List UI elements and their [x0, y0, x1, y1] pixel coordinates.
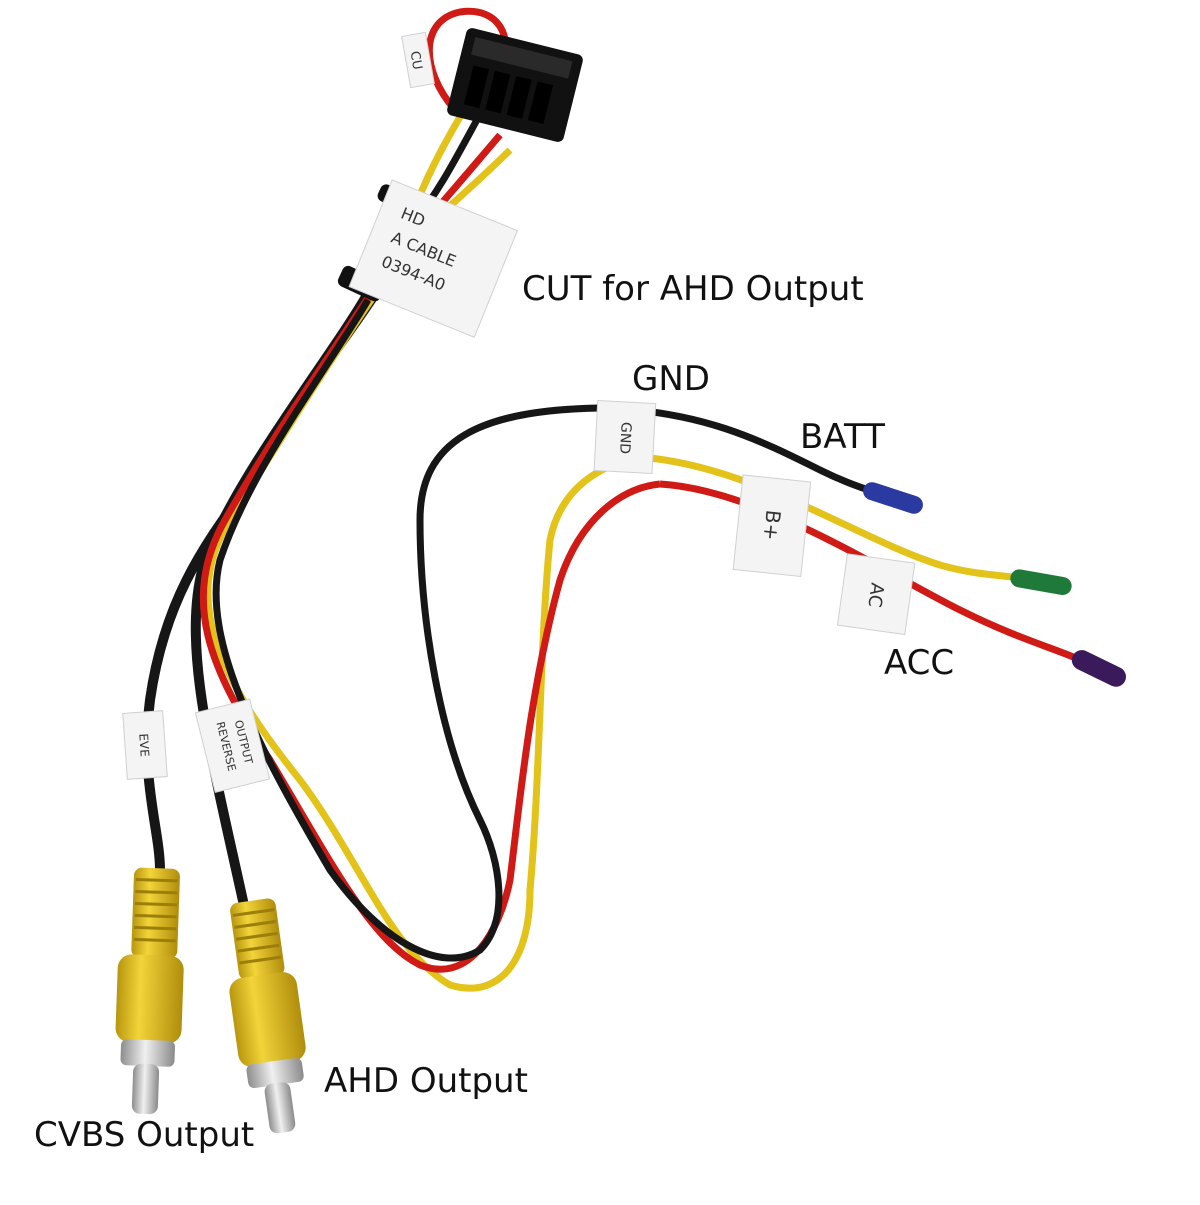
- bundle-red-wire: [199, 290, 661, 973]
- acc-wire-tag: AC: [836, 553, 916, 636]
- cvbs-lead-tag: EVE: [122, 710, 168, 780]
- gnd-tag-text: GND: [616, 422, 634, 455]
- acc-wire: [659, 480, 1082, 664]
- gnd-wire-tag: GND: [593, 400, 657, 474]
- batt-tag-text: B+: [758, 509, 785, 542]
- ahd-rca-plug: [229, 898, 306, 1134]
- cvbs-rca-plug: [115, 867, 184, 1115]
- black-connector: [447, 28, 583, 142]
- cut-for-ahd-output-label: CUT for AHD Output: [522, 269, 864, 309]
- green-wire-cap: [1010, 569, 1072, 595]
- acc-tag-text: AC: [863, 581, 887, 608]
- ahd-output-label: AHD Output: [324, 1061, 528, 1101]
- purple-wire-cap: [1071, 650, 1126, 687]
- ahd-black-lead: [190, 287, 375, 912]
- red-loop-tag: CU: [401, 31, 435, 89]
- ahd-lead-tag: REVERSE OUTPUT: [194, 698, 271, 793]
- gnd-label: GND: [632, 359, 710, 399]
- cvbs-output-label: CVBS Output: [34, 1115, 255, 1155]
- batt-wire-tag: B+: [732, 474, 812, 578]
- main-cable-tag: HD A CABLE 0394-A0: [348, 179, 519, 338]
- blue-wire-cap: [863, 482, 923, 514]
- cvbs-tag-text: EVE: [136, 733, 152, 757]
- acc-label: ACC: [884, 643, 955, 683]
- batt-label: BATT: [800, 417, 885, 457]
- batt-wire: [649, 454, 1021, 582]
- bundle-black-gnd-wire: [212, 298, 601, 962]
- red-loop-tag-text: CU: [407, 50, 425, 71]
